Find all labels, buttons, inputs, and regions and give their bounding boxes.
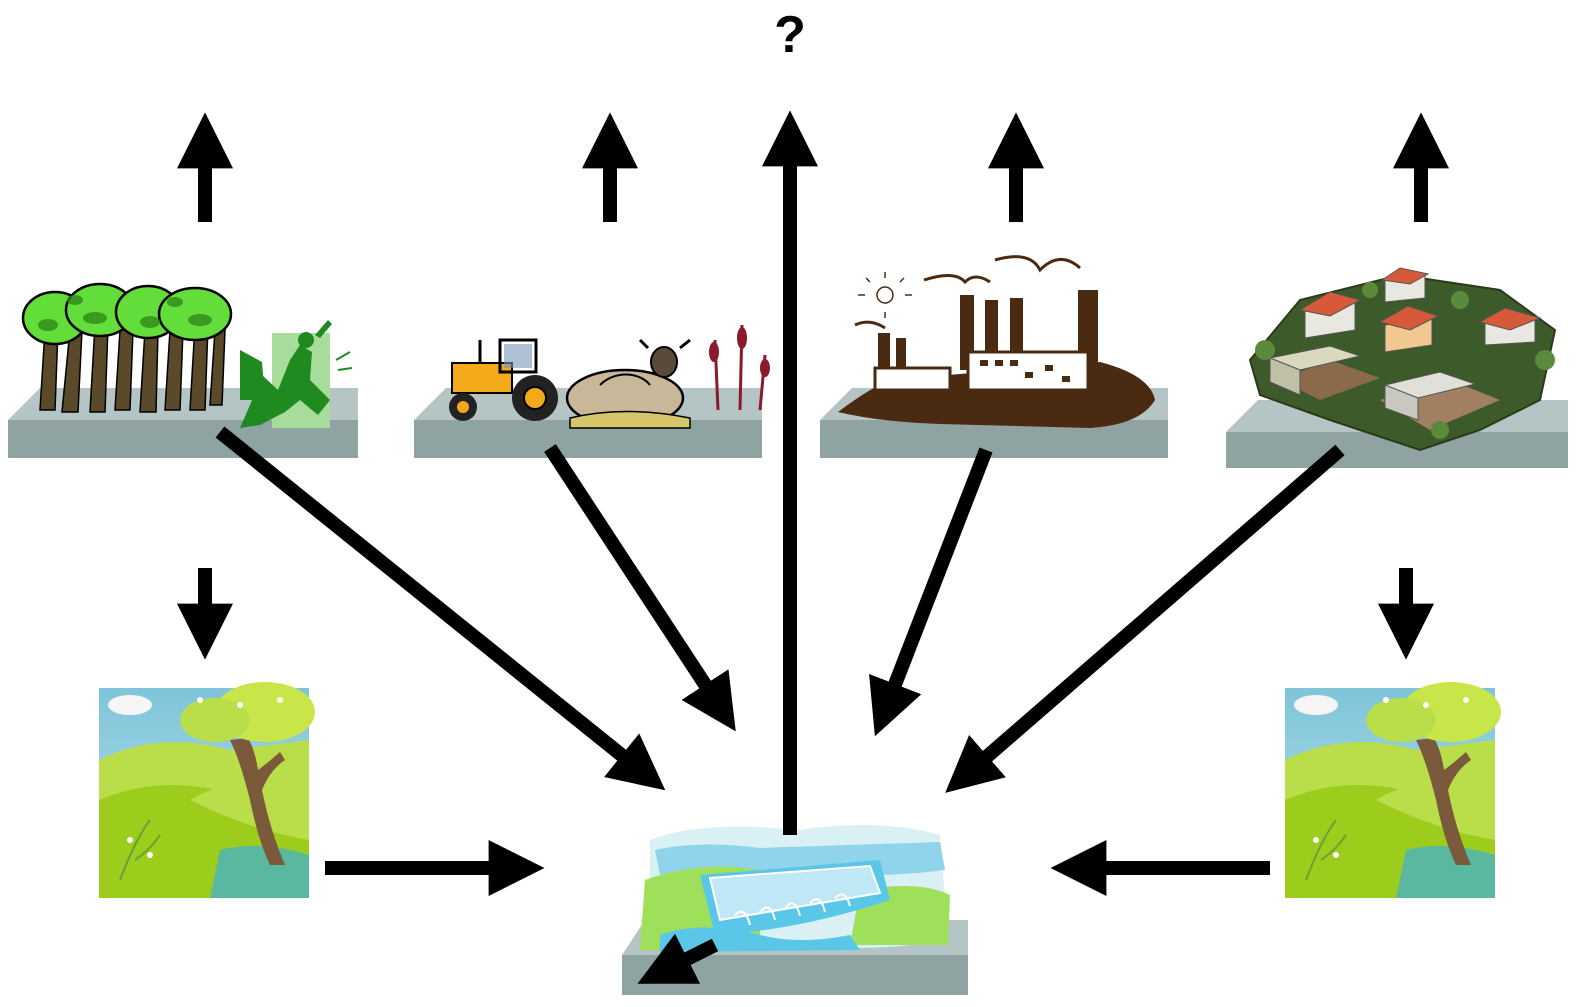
factory-icon bbox=[838, 255, 1155, 428]
arrow-industry-reservoir bbox=[869, 447, 993, 737]
question-label: ? bbox=[774, 6, 806, 64]
tractor-cow-wheat-icon bbox=[449, 324, 770, 429]
arrow-residential-reservoir bbox=[945, 444, 1345, 793]
landscape-left bbox=[99, 682, 315, 898]
houses-icon bbox=[1248, 267, 1557, 452]
arrow-outflow bbox=[637, 933, 719, 984]
arrows bbox=[177, 110, 1449, 984]
dam-reservoir-icon bbox=[640, 825, 950, 952]
arrow-agriculture-reservoir bbox=[544, 444, 736, 732]
forest-logging-icon bbox=[21, 282, 353, 428]
landscape-right bbox=[1285, 682, 1501, 898]
arrow-forest-reservoir bbox=[215, 426, 666, 791]
